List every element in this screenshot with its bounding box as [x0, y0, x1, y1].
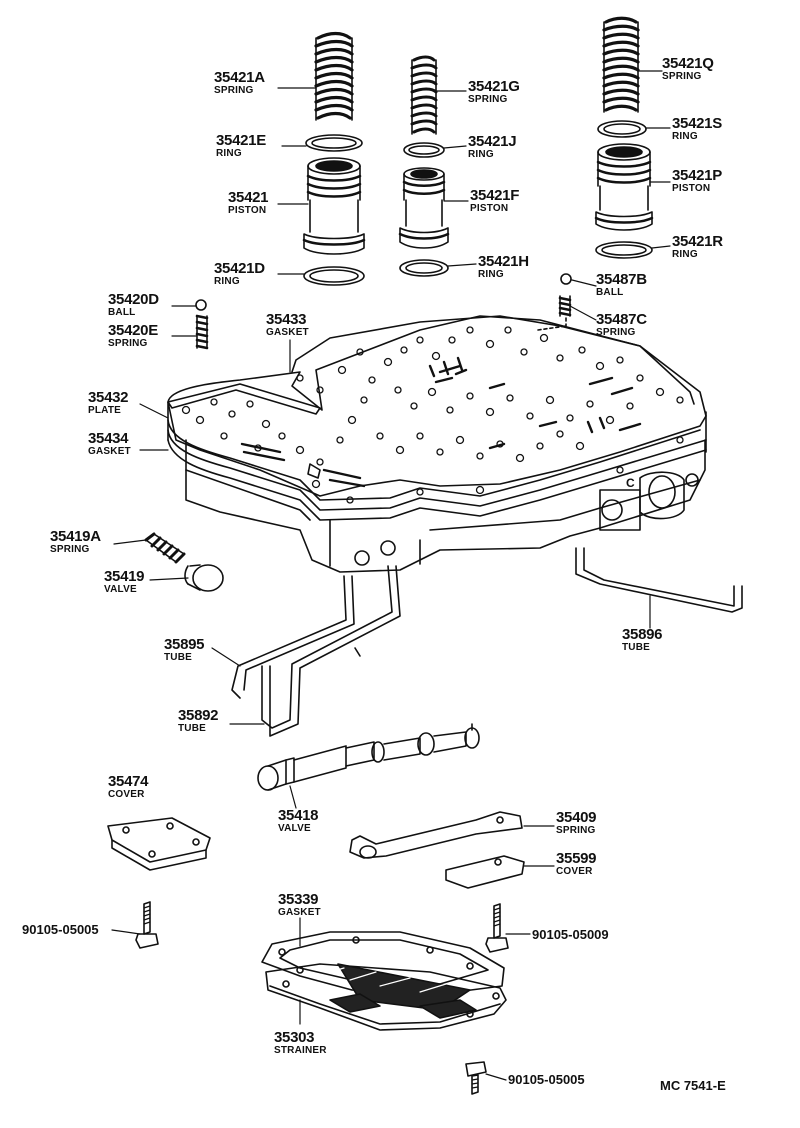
spring-35420E — [195, 314, 209, 350]
spring-35421A — [314, 31, 354, 121]
bolt-left — [135, 901, 159, 949]
ball-35487B — [560, 273, 572, 285]
piston-35421 — [302, 157, 366, 255]
diagram-code: MC 7541-E — [660, 1078, 726, 1093]
ring-35421J — [403, 142, 445, 158]
tube-35895 — [231, 575, 355, 699]
ring-35421H — [399, 259, 449, 277]
ring-35421S — [597, 120, 647, 138]
leader-lines — [111, 70, 671, 1081]
bolt-right — [485, 903, 509, 953]
spring-plate-35409 — [349, 811, 523, 859]
label-bolt-bottom: 90105-05005 — [508, 1072, 585, 1087]
ring-35421E — [305, 134, 363, 152]
spring-35421Q — [602, 16, 640, 113]
spring-35419A — [144, 532, 186, 564]
valve-body — [167, 315, 707, 573]
piston-35421P — [594, 143, 654, 231]
spring-35421G — [410, 55, 438, 135]
valve-body-mark: C — [626, 476, 635, 490]
tube-35892 — [261, 565, 401, 737]
cover-35474 — [107, 817, 211, 871]
label-bolt-left: 90105-05005 — [22, 922, 99, 937]
bolt-bottom — [465, 1061, 487, 1095]
valve-35418 — [257, 723, 480, 791]
label-bolt-right: 90105-05009 — [532, 927, 609, 942]
ring-35421R — [595, 241, 653, 259]
strainer-35303 — [265, 963, 507, 1031]
tube-35896 — [575, 547, 743, 613]
ball-35420D — [195, 299, 207, 311]
ring-35421D — [303, 266, 365, 286]
piston-35421F — [398, 167, 450, 249]
valve-35419 — [184, 564, 224, 592]
cover-35599 — [445, 855, 525, 889]
